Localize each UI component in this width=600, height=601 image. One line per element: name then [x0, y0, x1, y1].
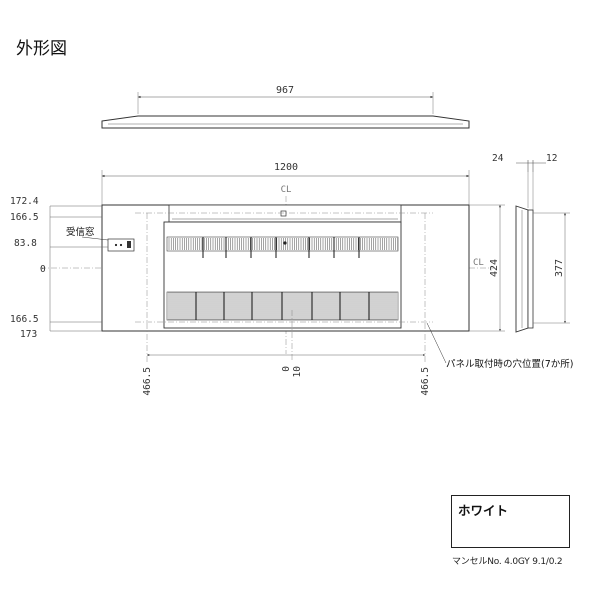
centerline-right-label: CL [473, 258, 484, 268]
front-width-label: 1200 [274, 162, 298, 173]
side-view: 24 12 377 [492, 153, 570, 333]
panel-top-outline [101, 115, 470, 129]
receiver-window-label: 受信窓 [66, 226, 95, 238]
upper-louver-center-dot [283, 241, 287, 245]
top-view: 967 [101, 85, 470, 129]
top-width-label: 967 [276, 85, 294, 96]
dim-172-4-label: 172.4 [10, 196, 39, 207]
receiver-led-1-icon [114, 243, 118, 247]
side-panel-flange [527, 209, 534, 329]
front-view: 1200 CL CL 受信窓 172.4 [10, 162, 573, 396]
dim-166-5-top-label: 166.5 [10, 212, 39, 223]
dim-83-8-label: 83.8 [14, 238, 37, 249]
munsell-code: マンセルNo. 4.0GY 9.1/0.2 [452, 557, 563, 567]
upper-louver-frame [166, 236, 399, 252]
page-title: 外形図 [16, 39, 67, 59]
color-name: ホワイト [458, 503, 509, 518]
receiver-led-2-icon [119, 243, 123, 247]
receiver-sensor-icon [127, 241, 131, 248]
lower-grille [168, 292, 397, 320]
side-height-label: 377 [554, 259, 565, 277]
hole-position-note: パネル取付時の穴位置(7か所) [446, 358, 573, 370]
upper-louvers [168, 237, 399, 258]
dim-0-bottom-label: 0 [281, 366, 292, 372]
side-depth-24-label: 24 [492, 153, 504, 164]
dim-166-5-bottom-label: 166.5 [10, 314, 39, 325]
bottom-dimensions: 466.5 0 10 466.5 [142, 354, 431, 396]
receiver-window-leader [81, 236, 109, 241]
dim-466-5-right-label: 466.5 [420, 367, 431, 396]
mounting-hole-guides [135, 212, 433, 362]
hole-position-leader [426, 322, 447, 364]
color-swatch-box: ホワイト [451, 495, 570, 548]
upper-center-marker [280, 210, 287, 217]
dim-0-left-label: 0 [40, 264, 46, 275]
dim-173-label: 173 [20, 329, 37, 340]
dim-10-bottom-label: 10 [292, 366, 303, 378]
side-depth-12-label: 12 [546, 153, 557, 164]
left-dimensions: 172.4 166.5 83.8 0 166.5 173 [10, 196, 108, 340]
centerline-top-label: CL [281, 185, 292, 195]
dim-466-5-left-label: 466.5 [142, 367, 153, 396]
front-height-label: 424 [489, 259, 500, 277]
